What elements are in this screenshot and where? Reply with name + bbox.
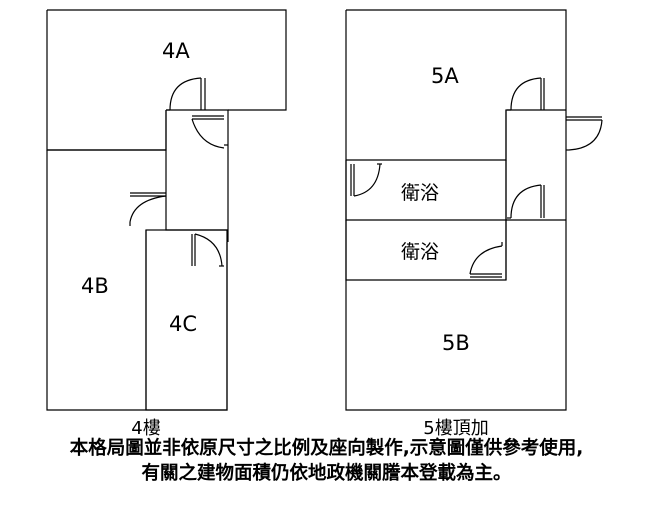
door-corridor-upper [191, 115, 228, 149]
floor-5-caption: 5樓頂加 [423, 418, 489, 439]
room-5a-outline [346, 109, 566, 161]
door-bathroom-1 [350, 163, 382, 197]
floor-plans: 4A 4B 4C 5A 5B 衛浴 衛浴 [46, 9, 603, 411]
disclaimer-line-1: 本格局圖並非依原尺寸之比例及座向製作,示意圖僅供參考使用, [69, 438, 584, 459]
disclaimer-line-2: 有關之建物面積仍依地政機關謄本登載為主。 [141, 463, 512, 484]
room-label-4c: 4C [169, 312, 197, 336]
door-4b [129, 192, 167, 226]
door-exterior [566, 116, 603, 151]
door-4c [191, 233, 224, 267]
door-corridor-5 [507, 184, 545, 219]
bathroom-label-1: 衛浴 [401, 182, 439, 204]
bathroom-label-2: 衛浴 [401, 241, 439, 263]
room-label-4a: 4A [162, 39, 190, 63]
room-label-5a: 5A [431, 64, 459, 88]
room-4c-outline [145, 229, 228, 411]
floor-4-caption: 4樓 [131, 418, 161, 439]
room-label-5b: 5B [442, 331, 470, 355]
floor-4-plan [46, 9, 287, 411]
door-5a [507, 77, 545, 111]
corridor-5-outline [505, 110, 566, 280]
room-4b-outline [46, 149, 228, 411]
door-4a [166, 77, 206, 111]
floor-5-plan [345, 9, 603, 411]
door-bathroom-2 [469, 242, 503, 278]
room-label-4b: 4B [81, 274, 109, 298]
